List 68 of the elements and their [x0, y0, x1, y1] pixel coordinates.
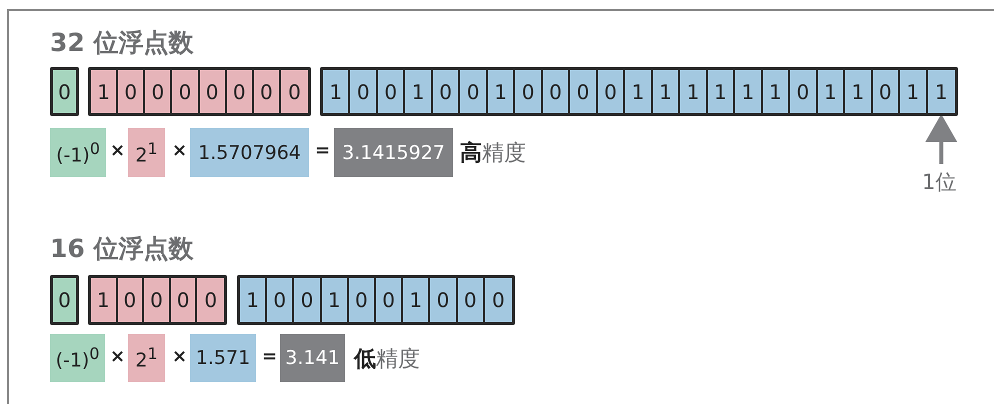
operator: × [172, 140, 188, 161]
bit-cell: 1 [323, 70, 350, 113]
result-value: 3.1415927 [334, 128, 453, 177]
exponent-term: 2$^{1}$ [128, 128, 165, 177]
bit-cell: 1 [403, 278, 430, 322]
bit-cell: 0 [200, 70, 227, 113]
bit-cell: 0 [484, 278, 512, 322]
result-value: 3.141 [280, 334, 345, 382]
bit-cell: 0 [267, 278, 294, 322]
bit-cell: 0 [378, 70, 406, 113]
bit-cell: 0 [432, 70, 460, 113]
section-title: 32 位浮点数 [50, 27, 194, 59]
bit-cell: 1 [900, 70, 928, 113]
sign-term: (-1)$^{0}$ [50, 128, 106, 177]
bit-cell: 0 [226, 70, 254, 113]
bit-cell: 1 [240, 278, 268, 322]
bit-cell: 0 [172, 70, 200, 113]
operator: = [262, 346, 278, 367]
bit-cell: 0 [348, 278, 376, 322]
bit-cell: 0 [460, 70, 488, 113]
bit-cell: 0 [570, 70, 598, 113]
bit-cell: 1 [680, 70, 708, 113]
bit-cell: 0 [790, 70, 818, 113]
bit-cell: 1 [322, 278, 349, 322]
bit-cell: 0 [294, 278, 322, 322]
bit-cell: 1 [708, 70, 736, 113]
bit-cell: 0 [170, 278, 198, 322]
bit-cell: 0 [53, 70, 76, 113]
precision-note: 低精度 [354, 346, 420, 374]
bit-cell: 0 [53, 278, 76, 322]
bit-count-label: 1位 [922, 168, 956, 196]
precision-note: 高精度 [460, 140, 526, 168]
bit-cell: 0 [145, 70, 172, 113]
bit-cell: 1 [818, 70, 846, 113]
bit-cell: 1 [762, 70, 790, 113]
sign-term: (-1)$^{0}$ [50, 334, 105, 382]
bit-cell: 0 [144, 278, 171, 322]
bit-cell: 0 [280, 70, 308, 113]
bit-cell: 0 [515, 70, 543, 113]
bit-cell: 1 [845, 70, 873, 113]
bit-cell: 1 [405, 70, 433, 113]
bit-cell: 1 [91, 278, 118, 322]
bit-cell: 1 [928, 70, 955, 113]
mantissa-term: 1.571 [190, 334, 256, 382]
operator: = [315, 140, 330, 161]
bit-cell: 0 [598, 70, 626, 113]
bit-cell: 0 [542, 70, 570, 113]
bit-cell: 1 [652, 70, 680, 113]
bit-cell: 0 [458, 278, 485, 322]
bit-cell: 0 [376, 278, 404, 322]
bit-cell: 0 [118, 70, 146, 113]
bit-cell: 1 [488, 70, 516, 113]
bit-cell: 0 [118, 278, 144, 322]
exponent-term: 2$^{1}$ [128, 334, 165, 382]
bit-cell: 0 [254, 70, 281, 113]
bit-cell: 0 [350, 70, 378, 113]
leader-arrow [925, 114, 958, 164]
operator: × [110, 140, 126, 161]
mantissa-term: 1.5707964 [190, 128, 309, 177]
bit-cell: 1 [91, 70, 118, 113]
bit-cell: 1 [735, 70, 763, 113]
bit-cell: 0 [197, 278, 224, 322]
section-title: 16 位浮点数 [50, 233, 194, 265]
bit-cell: 0 [430, 278, 458, 322]
operator: × [172, 346, 188, 367]
bit-cell: 1 [625, 70, 653, 113]
bit-cell: 0 [872, 70, 900, 113]
operator: × [110, 346, 126, 367]
